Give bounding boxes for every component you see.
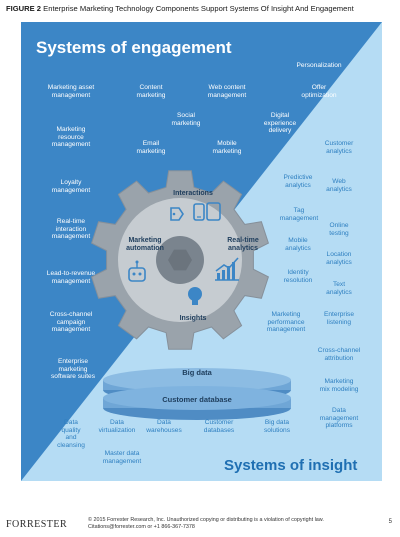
insight-label: Data virtualization — [98, 419, 136, 434]
copyright-notice: © 2015 Forrester Research, Inc. Unauthor… — [88, 517, 324, 530]
insight-label: Marketing performance management — [266, 311, 306, 334]
trend-chart-icon — [215, 257, 239, 281]
insight-label: Marketing mix modeling — [319, 378, 359, 393]
insight-label: Enterprise listening — [323, 311, 355, 326]
insight-label: Tag management — [279, 207, 319, 222]
insight-label: Cross-channel attribution — [317, 347, 361, 362]
engagement-label: Enterprise marketing software suites — [51, 358, 95, 381]
insight-label: Master data management — [102, 450, 142, 465]
systems-diagram: Systems of engagement Marketing asset ma… — [21, 22, 382, 481]
engagement-label: Personalization — [296, 62, 342, 69]
central-gear — [90, 170, 270, 350]
insight-label: Big data solutions — [263, 419, 291, 434]
big-data-label: Big data — [182, 368, 212, 377]
engagement-label: Web content management — [207, 84, 247, 99]
engagement-label: Loyalty management — [51, 179, 91, 194]
insight-label: Customer analytics — [324, 140, 354, 155]
insight-label: Location analytics — [326, 251, 352, 266]
insight-label: Mobile analytics — [285, 237, 311, 252]
insight-label: Predictive analytics — [283, 174, 313, 189]
tablet-icon — [206, 202, 221, 221]
engagement-label: Offer optimization — [301, 84, 337, 99]
engagement-label: Cross-channel campaign management — [49, 311, 93, 334]
insight-label: Web analytics — [326, 178, 352, 193]
insight-label: Data management platforms — [319, 407, 359, 430]
insight-label: Text analytics — [326, 281, 352, 296]
gear-label-marketing-automation: Marketing automation — [126, 237, 164, 252]
engagement-label: Social marketing — [171, 112, 201, 127]
insight-label: Data warehouses — [146, 419, 182, 434]
engagement-label: Mobile marketing — [212, 140, 242, 155]
engagement-label: Marketing resource management — [51, 126, 91, 149]
data-disks — [103, 368, 291, 420]
figure-caption: Enterprise Marketing Technology Componen… — [43, 4, 354, 13]
insight-label: Online testing — [329, 222, 349, 237]
insight-label: Identity resolution — [283, 269, 313, 284]
lightbulb-icon — [188, 287, 202, 305]
insight-label: Data quality and cleansing — [57, 419, 85, 449]
systems-of-engagement-title: Systems of engagement — [36, 38, 232, 57]
robot-icon — [128, 260, 146, 282]
customer-database-label: Customer database — [162, 395, 232, 404]
insight-label: Customer databases — [203, 419, 235, 434]
engagement-label: Marketing asset management — [47, 84, 95, 99]
gear-label-realtime-analytics: Real-time analytics — [227, 237, 259, 252]
phone-icon — [193, 203, 205, 221]
engagement-label: Email marketing — [136, 140, 166, 155]
diagram-background — [21, 22, 382, 481]
forrester-logo: FORRESTER — [6, 519, 68, 530]
systems-of-insight-title: Systems of insight — [224, 457, 358, 474]
tag-icon — [170, 207, 184, 221]
engagement-label: Lead-to-revenue management — [46, 270, 96, 285]
figure-label: FIGURE 2 — [6, 4, 42, 13]
gear-label-insights: Insights — [179, 315, 207, 322]
engagement-label: Content marketing — [136, 84, 166, 99]
gear-label-interactions: Interactions — [173, 190, 213, 197]
engagement-label: Real-time interaction management — [51, 218, 91, 241]
figure-title: FIGURE 2 Enterprise Marketing Technology… — [6, 4, 396, 13]
page-number: 5 — [388, 519, 392, 525]
engagement-label: Digital experience delivery — [263, 112, 297, 135]
